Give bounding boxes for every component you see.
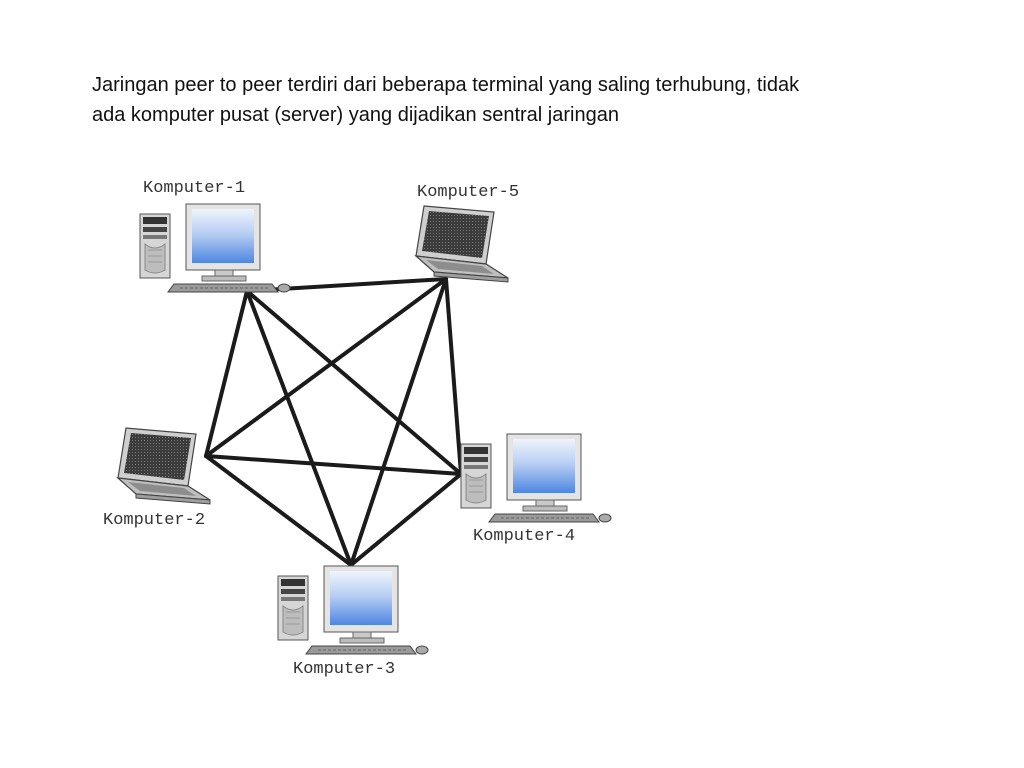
node-komputer-3: Komputer-3 [277, 565, 429, 679]
node-label-komputer-4: Komputer-4 [473, 527, 575, 546]
link-k5-k2 [204, 277, 448, 458]
link-k5-k3 [349, 277, 448, 567]
desktop-computer-icon [460, 433, 612, 523]
link-k1-k5 [245, 277, 448, 293]
node-label-komputer-5: Komputer-5 [417, 183, 519, 202]
node-komputer-2: Komputer-2 [103, 427, 211, 530]
link-k2-k4 [204, 454, 463, 476]
laptop-computer-icon [415, 205, 509, 283]
link-k3-k4 [349, 472, 463, 567]
caption-line-1: Jaringan peer to peer terdiri dari beber… [92, 74, 800, 96]
links-layer [204, 277, 463, 567]
link-k5-k4 [444, 277, 463, 476]
node-label-komputer-3: Komputer-3 [293, 660, 395, 679]
node-komputer-1: Komputer-1 [139, 179, 291, 293]
node-label-komputer-1: Komputer-1 [143, 179, 245, 198]
link-k1-k2 [204, 289, 249, 458]
desktop-computer-icon [139, 203, 291, 293]
node-komputer-4: Komputer-4 [460, 433, 612, 546]
caption: Jaringan peer to peer terdiri dari beber… [92, 70, 952, 130]
link-k1-k3 [245, 289, 353, 567]
node-komputer-5: Komputer-5 [415, 183, 519, 283]
laptop-computer-icon [117, 427, 211, 505]
node-label-komputer-2: Komputer-2 [103, 511, 205, 530]
desktop-computer-icon [277, 565, 429, 655]
link-k2-k3 [204, 454, 353, 567]
link-k1-k4 [245, 289, 463, 476]
caption-line-2: ada komputer pusat (server) yang dijadik… [92, 104, 619, 126]
